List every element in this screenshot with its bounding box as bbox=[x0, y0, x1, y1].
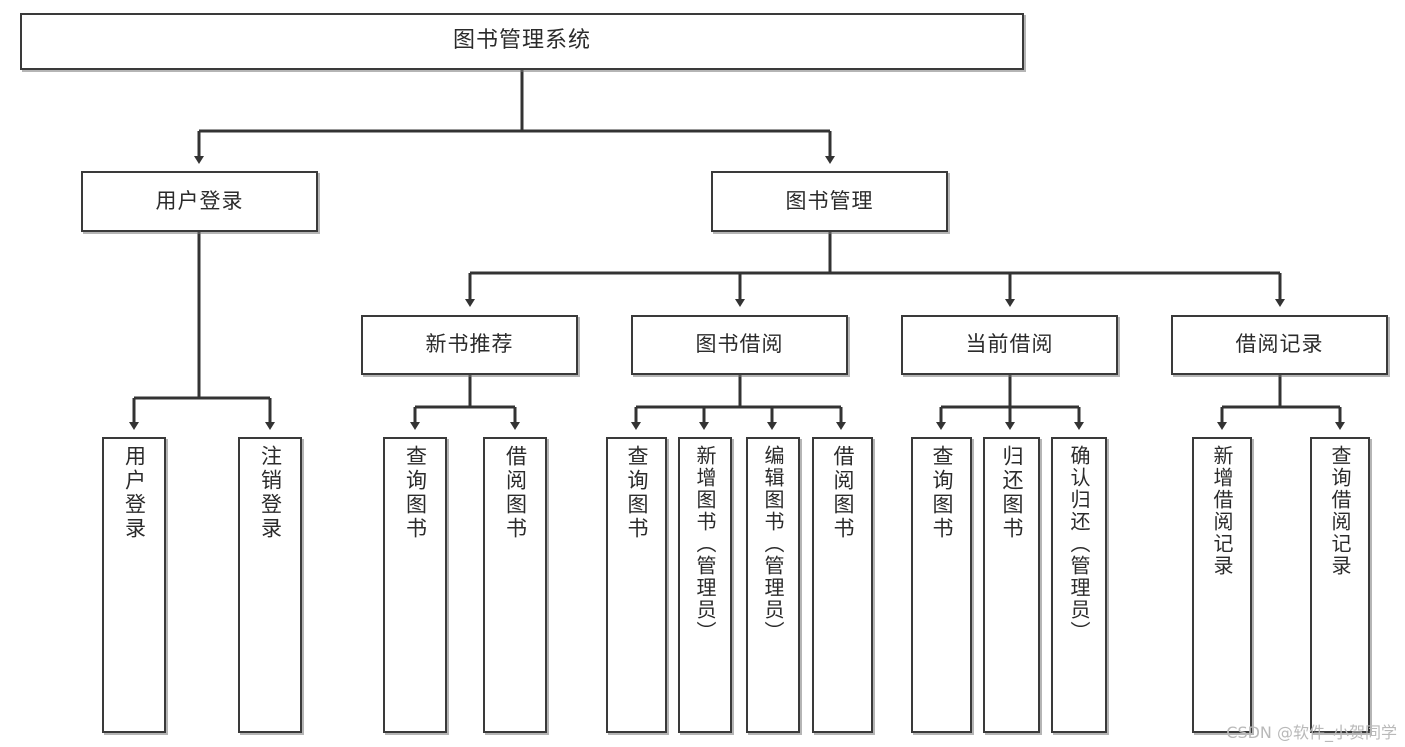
node-label: 新增图书（管理员） bbox=[693, 445, 717, 643]
node-label: 查询图书 bbox=[625, 445, 649, 541]
node-label: 查询借阅记录 bbox=[1328, 445, 1352, 577]
node-label: 当前借阅 bbox=[965, 332, 1054, 357]
node-label: 借阅图书 bbox=[831, 445, 855, 541]
leaf-logout[interactable]: 注销登录 bbox=[238, 437, 302, 733]
leaf-confirm-return-admin[interactable]: 确认归还（管理员） bbox=[1051, 437, 1107, 733]
leaf-user-login[interactable]: 用户登录 bbox=[102, 437, 166, 733]
node-label: 用户登录 bbox=[122, 445, 147, 541]
node-label: 查询图书 bbox=[930, 445, 954, 541]
node-label: 图书管理 bbox=[785, 188, 874, 213]
node-label: 图书管理系统 bbox=[452, 28, 591, 54]
node-label: 注销登录 bbox=[258, 445, 283, 541]
node-label: 图书借阅 bbox=[695, 332, 784, 357]
leaf-add-borrow-record[interactable]: 新增借阅记录 bbox=[1192, 437, 1252, 733]
node-root-system[interactable]: 图书管理系统 bbox=[20, 13, 1024, 70]
node-label: 借阅记录 bbox=[1235, 332, 1324, 357]
leaf-query-book[interactable]: 查询图书 bbox=[606, 437, 667, 733]
leaf-query-book-recommend[interactable]: 查询图书 bbox=[383, 437, 447, 733]
node-new-book-recommend[interactable]: 新书推荐 bbox=[361, 315, 578, 375]
node-label: 编辑图书（管理员） bbox=[761, 445, 785, 643]
leaf-query-borrow-record[interactable]: 查询借阅记录 bbox=[1310, 437, 1370, 733]
leaf-return-book[interactable]: 归还图书 bbox=[983, 437, 1040, 733]
leaf-borrow-book-recommend[interactable]: 借阅图书 bbox=[483, 437, 547, 733]
node-label: 查询图书 bbox=[403, 445, 428, 541]
node-book-management[interactable]: 图书管理 bbox=[711, 171, 948, 232]
node-label: 确认归还（管理员） bbox=[1067, 445, 1091, 643]
csdn-watermark: CSDN @软件_小贺同学 bbox=[1226, 723, 1397, 742]
node-borrow-record[interactable]: 借阅记录 bbox=[1171, 315, 1388, 375]
node-user-login[interactable]: 用户登录 bbox=[81, 171, 318, 232]
node-label: 新增借阅记录 bbox=[1210, 445, 1234, 577]
leaf-query-book-current[interactable]: 查询图书 bbox=[911, 437, 972, 733]
leaf-borrow-book[interactable]: 借阅图书 bbox=[812, 437, 873, 733]
node-label: 新书推荐 bbox=[425, 332, 514, 357]
leaf-edit-book-admin[interactable]: 编辑图书（管理员） bbox=[746, 437, 800, 733]
node-label: 借阅图书 bbox=[503, 445, 528, 541]
node-current-borrow[interactable]: 当前借阅 bbox=[901, 315, 1118, 375]
node-label: 用户登录 bbox=[155, 188, 244, 213]
leaf-add-book-admin[interactable]: 新增图书（管理员） bbox=[678, 437, 732, 733]
node-label: 归还图书 bbox=[1000, 445, 1024, 541]
node-book-borrow[interactable]: 图书借阅 bbox=[631, 315, 848, 375]
